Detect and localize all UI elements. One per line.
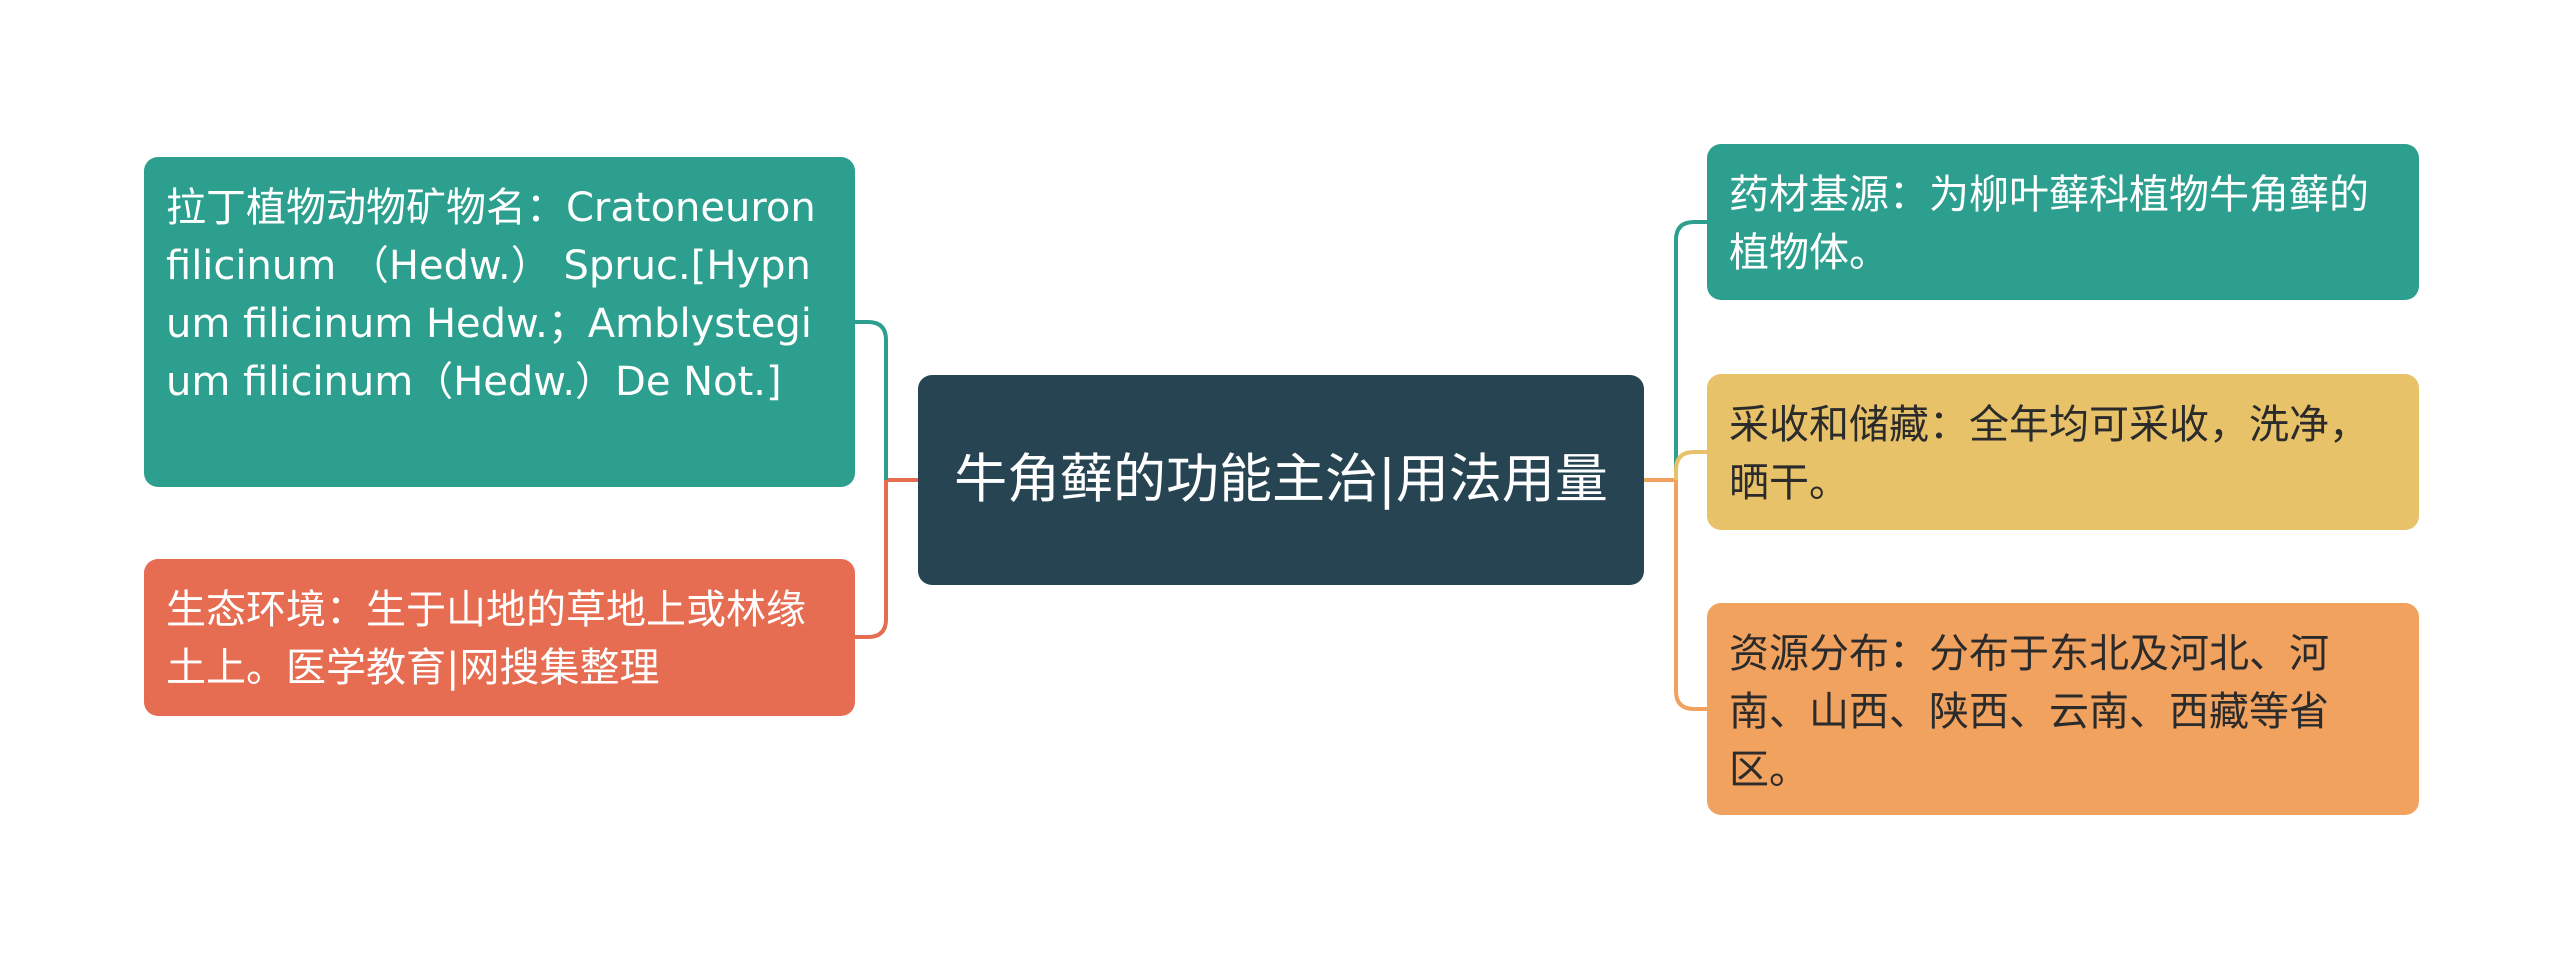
branch-node-latin-name[interactable]: 拉丁植物动物矿物名：Cratoneuron filicinum （Hedw.） …	[144, 157, 855, 487]
central-topic-label: 牛角藓的功能主治|用法用量	[954, 449, 1608, 510]
branch-label-distribution: 资源分布：分布于东北及河北、河南、山西、陕西、云南、西藏等省区。	[1729, 631, 2329, 793]
branch-node-harvest[interactable]: 采收和储藏：全年均可采收，洗净，晒干。	[1707, 374, 2419, 530]
branch-node-source[interactable]: 药材基源：为柳叶藓科植物牛角藓的植物体。	[1707, 144, 2419, 300]
branch-label-latin-name: 拉丁植物动物矿物名：Cratoneuron filicinum （Hedw.） …	[166, 185, 816, 405]
connector-habitat	[855, 480, 888, 639]
connector-harvest	[1674, 450, 1707, 480]
central-topic-node[interactable]: 牛角藓的功能主治|用法用量	[918, 375, 1644, 585]
connector-distribution	[1674, 480, 1707, 711]
branch-label-source: 药材基源：为柳叶藓科植物牛角藓的植物体。	[1729, 172, 2369, 276]
branch-node-habitat[interactable]: 生态环境：生于山地的草地上或林缘土上。医学教育|网搜集整理	[144, 559, 855, 716]
connector-source	[1674, 220, 1707, 480]
branch-label-harvest: 采收和储藏：全年均可采收，洗净，晒干。	[1729, 402, 2369, 506]
connector-latin-name	[855, 320, 888, 480]
branch-label-habitat: 生态环境：生于山地的草地上或林缘土上。医学教育|网搜集整理	[166, 587, 806, 691]
branch-node-distribution[interactable]: 资源分布：分布于东北及河北、河南、山西、陕西、云南、西藏等省区。	[1707, 603, 2419, 815]
